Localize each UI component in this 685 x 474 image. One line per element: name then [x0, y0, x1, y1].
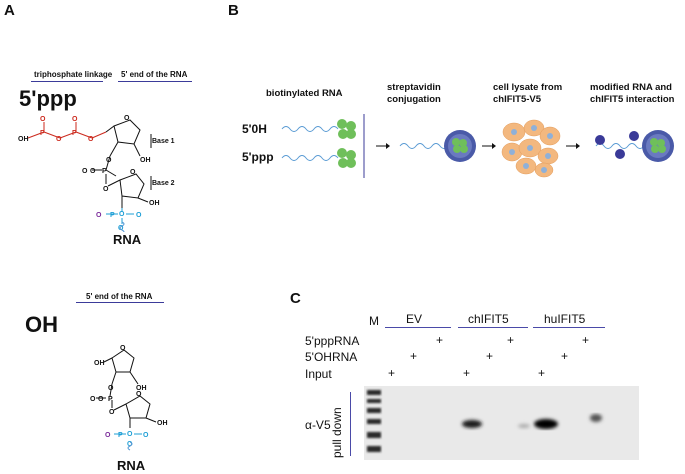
row-pppRNA-label: 5'pppRNA [305, 334, 360, 348]
step-modified-rna-line1: modified RNA and [590, 82, 672, 93]
svg-text:OH: OH [157, 420, 168, 427]
svg-text:O: O [130, 169, 136, 176]
svg-text:O: O [109, 409, 115, 416]
oh-title: OH [25, 312, 58, 337]
step-streptavidin-line1: streptavidin [387, 82, 441, 93]
panel-b-letter: B [228, 2, 239, 19]
oh-rna-structure: OH O O OH O O P O O OH O P O O O [90, 345, 168, 451]
svg-text:O: O [136, 212, 142, 219]
marker-label: M [369, 314, 379, 328]
step-cell-lysate-line2: chIFIT5-V5 [493, 94, 542, 105]
rna-label-bottom: RNA [117, 458, 146, 473]
plus-ch-input: + [463, 366, 471, 380]
plus-hu-ppp: + [582, 333, 590, 347]
svg-text:O: O [136, 391, 142, 398]
plus-hu-input: + [538, 366, 546, 380]
svg-text:OH: OH [149, 200, 160, 207]
svg-text:OH: OH [18, 136, 29, 143]
svg-text:P: P [118, 432, 123, 439]
plus-ch-oh: + [486, 349, 494, 363]
svg-text:P: P [110, 212, 115, 219]
row-5oh-label: 5'0H [242, 122, 267, 136]
step-streptavidin-line2: conjugation [387, 94, 441, 105]
antibody-label: α-V5 [305, 418, 331, 432]
five-prime-end-label-bottom: 5' end of the RNA [86, 292, 153, 301]
svg-text:P: P [72, 130, 77, 137]
svg-text:OH: OH [136, 385, 147, 392]
svg-text:O: O [143, 432, 149, 439]
five-prime-end-label-top: 5' end of the RNA [121, 70, 188, 79]
group-chifit5-label: chIFIT5 [468, 312, 509, 326]
five-prime-underline-top [118, 81, 192, 82]
step-cell-lysate-line1: cell lysate from [493, 82, 563, 93]
plus-hu-oh: + [561, 349, 569, 363]
plus-ev-input: + [388, 366, 396, 380]
svg-text:O: O [72, 116, 78, 123]
plus-ev-ppp: + [436, 333, 444, 347]
base1-label: Base 1 [152, 138, 175, 145]
svg-text:P: P [102, 168, 107, 175]
svg-text:O: O [118, 225, 124, 232]
svg-text:P: P [40, 130, 45, 137]
base2-label: Base 2 [152, 180, 175, 187]
svg-text:O: O [96, 212, 102, 219]
svg-text:O: O [82, 168, 88, 175]
western-blot-image [364, 386, 639, 460]
rna-label-top: RNA [113, 232, 142, 247]
svg-text:O: O [124, 115, 130, 122]
five-prime-underline-bottom [76, 302, 164, 303]
plus-ev-oh: + [410, 349, 418, 363]
svg-text:O: O [103, 186, 109, 193]
svg-text:P: P [108, 396, 113, 403]
panel-a-letter: A [4, 2, 15, 19]
svg-text:O: O [108, 385, 114, 392]
triphosphate-rna-structure: OH P O O P O O O O OH O O P O O OH [18, 115, 160, 232]
group-huifit5-line [533, 327, 605, 328]
triphosphate-underline [31, 81, 103, 82]
row-5ppp-label: 5'ppp [242, 150, 274, 164]
group-chifit5-line [458, 327, 528, 328]
svg-text:O: O [90, 168, 96, 175]
group-ev-label: EV [406, 312, 423, 326]
svg-text:O: O [119, 211, 125, 218]
group-huifit5-label: huIFIT5 [544, 312, 586, 326]
svg-text:O: O [98, 396, 104, 403]
panel-c-letter: C [290, 290, 301, 307]
workflow-diagram [281, 114, 674, 178]
svg-text:O: O [127, 441, 133, 448]
svg-text:OH: OH [140, 157, 151, 164]
step-biotinylated-rna: biotinylated RNA [266, 88, 343, 99]
svg-text:O: O [120, 345, 126, 352]
pull-down-bracket [350, 392, 351, 456]
pull-down-label: pull down [330, 407, 344, 458]
plus-ch-ppp: + [507, 333, 515, 347]
step-modified-rna-line2: chIFIT5 interaction [590, 94, 675, 105]
svg-text:O: O [90, 396, 96, 403]
svg-text:O: O [127, 431, 133, 438]
ppp-title: 5'ppp [19, 86, 77, 111]
svg-text:O: O [88, 136, 94, 143]
row-OHRNA-label: 5'OHRNA [305, 350, 358, 364]
group-ev-line [385, 327, 451, 328]
svg-text:O: O [105, 432, 111, 439]
svg-text:OH: OH [94, 360, 105, 367]
svg-text:O: O [106, 157, 112, 164]
row-input-label: Input [305, 367, 332, 381]
svg-text:O: O [56, 136, 62, 143]
svg-text:O: O [40, 116, 46, 123]
triphosphate-linkage-label: triphosphate linkage [34, 70, 113, 79]
